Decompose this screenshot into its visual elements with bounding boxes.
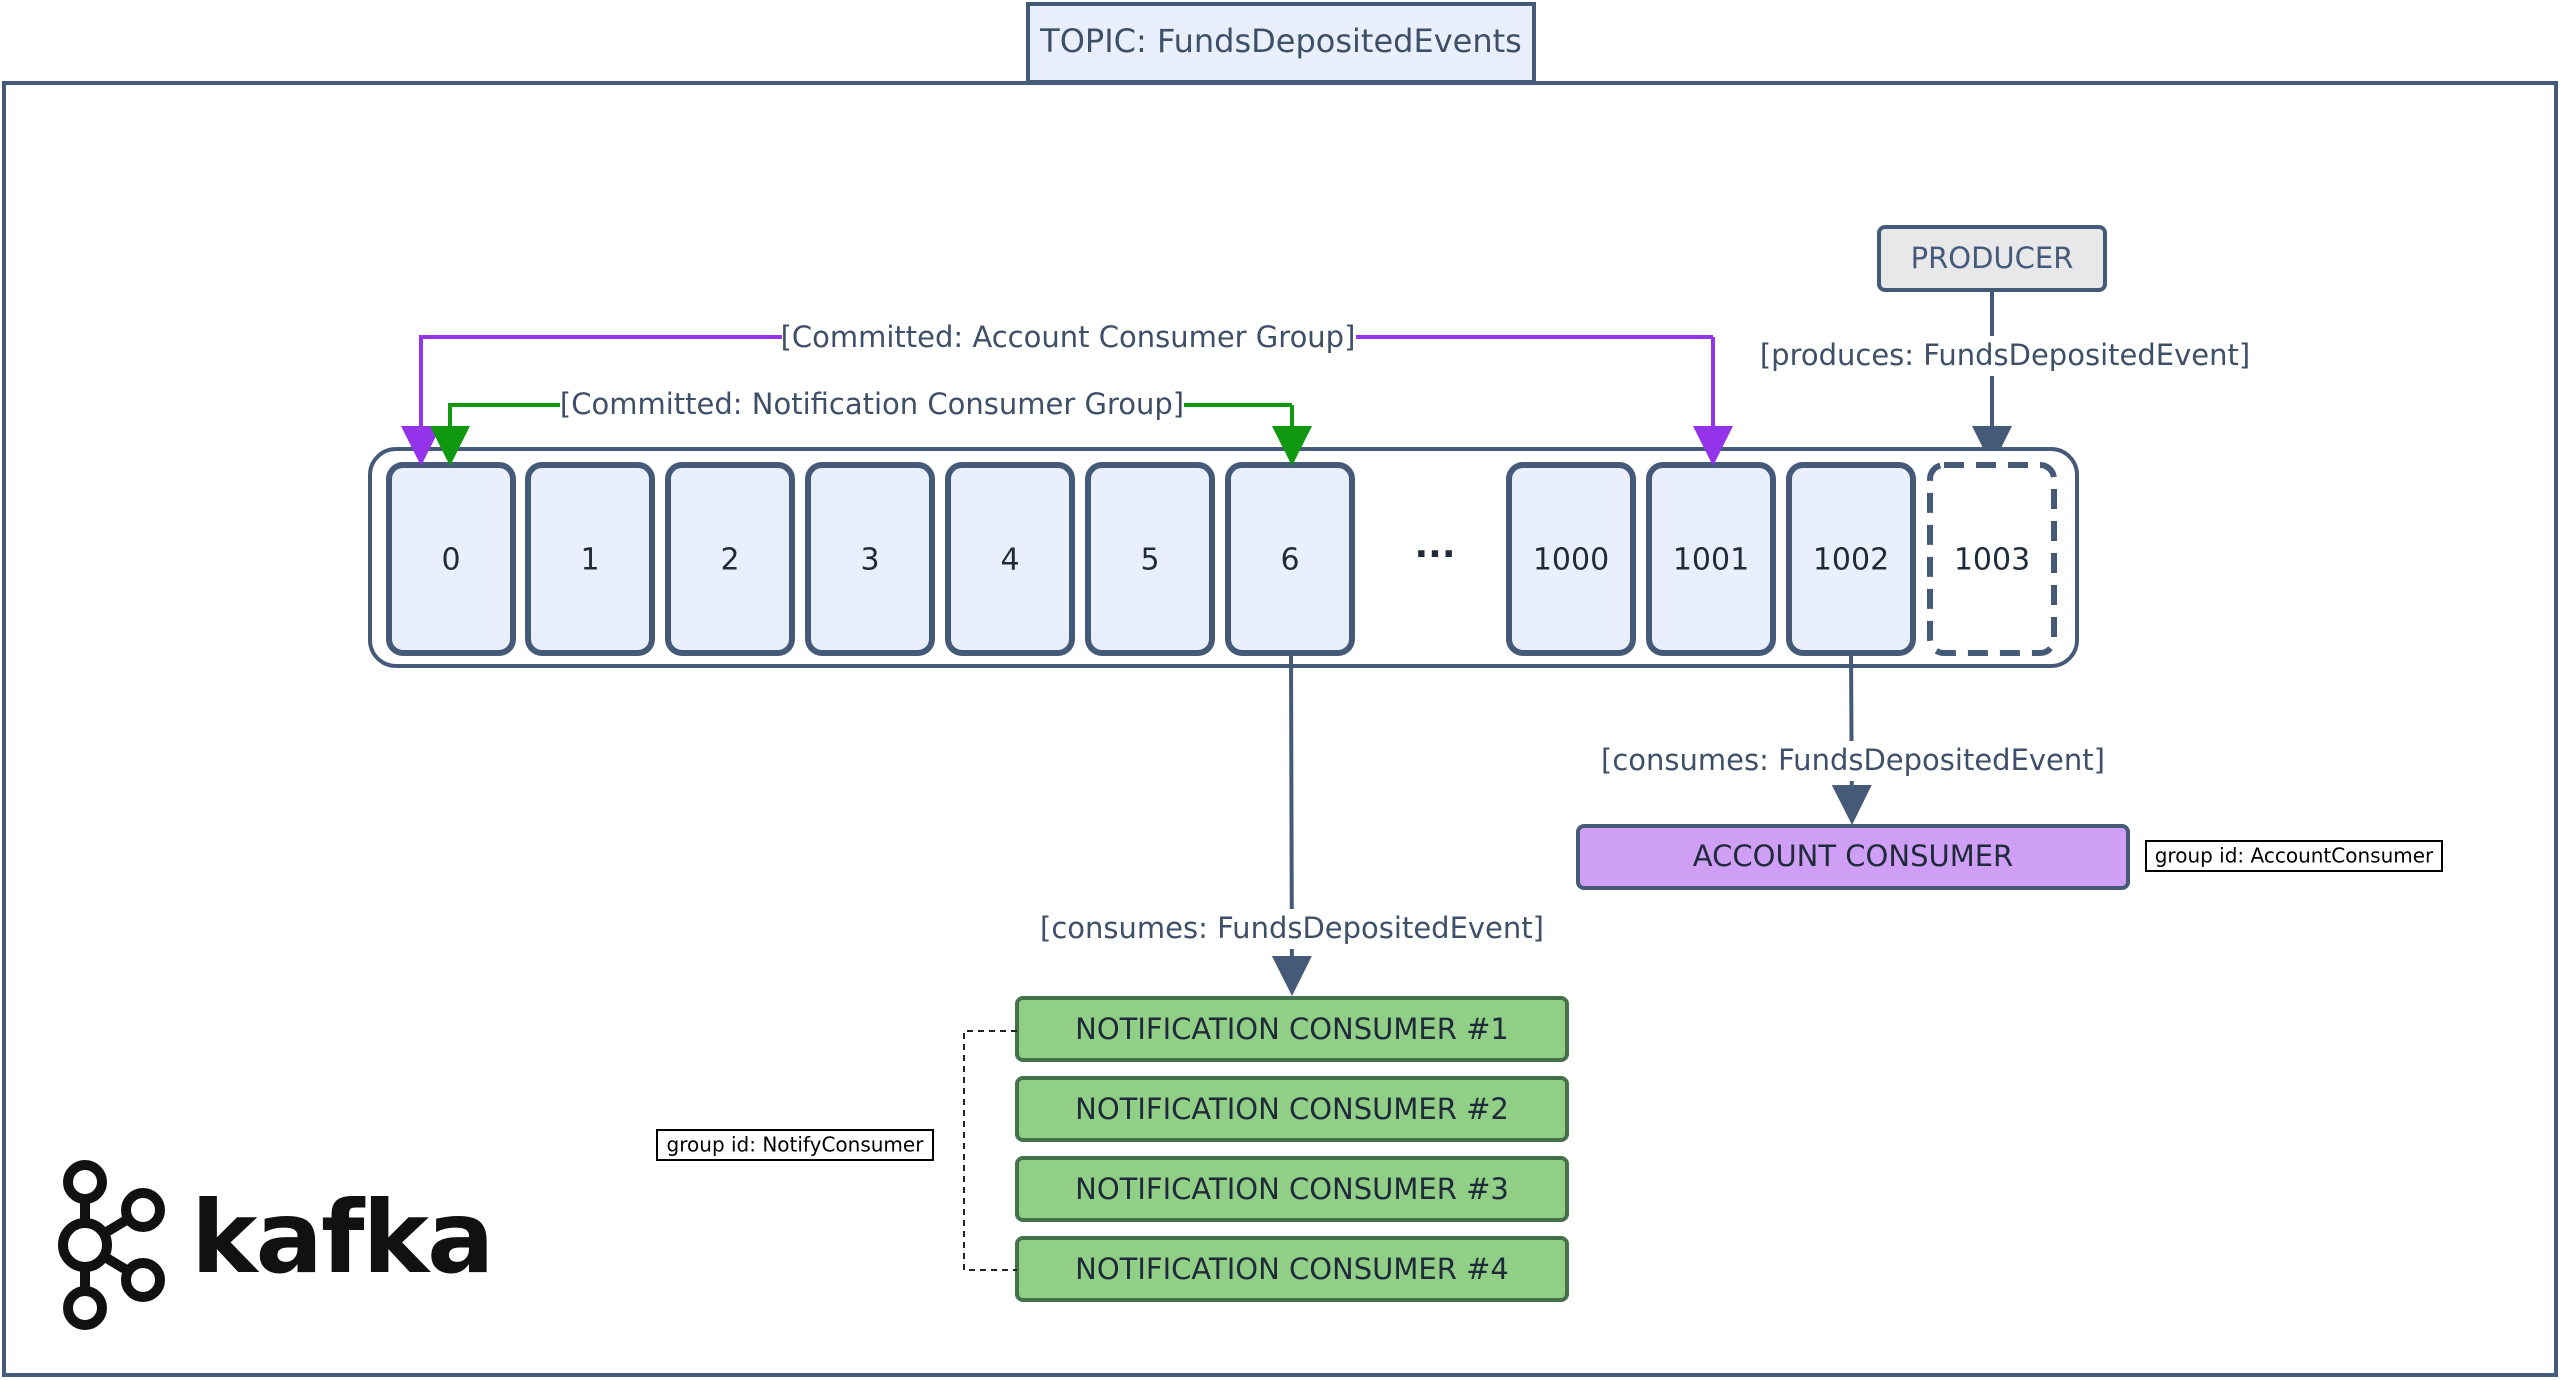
kafka-logo: kafka: [58, 1160, 494, 1330]
notification-consumer-1: NOTIFICATION CONSUMER #1: [1015, 996, 1569, 1062]
offset-label: 1003: [1954, 543, 2030, 578]
offset-label: 5: [1140, 543, 1159, 578]
record-1001: 1001: [1646, 462, 1776, 656]
kafka-logo-text: kafka: [191, 1179, 492, 1296]
notify-group-bracket: [963, 1030, 1017, 1271]
offset-label: 1000: [1533, 543, 1609, 578]
offset-label: 0: [441, 543, 460, 578]
record-2: 2: [665, 462, 795, 656]
record-5: 5: [1085, 462, 1215, 656]
producer-label: PRODUCER: [1911, 241, 2074, 275]
record-1000: 1000: [1506, 462, 1636, 656]
kafka-logo-icon: [58, 1160, 165, 1330]
offsets-ellipsis: ···: [1414, 534, 1455, 575]
notification-consumer-label: NOTIFICATION CONSUMER #3: [1075, 1172, 1509, 1206]
record-1003-pending: 1003: [1927, 462, 2057, 656]
notification-consumer-label: NOTIFICATION CONSUMER #4: [1075, 1252, 1509, 1286]
produces-label: [produces: FundsDepositedEvent]: [1760, 338, 2250, 372]
notification-consumes-label: [consumes: FundsDepositedEvent]: [1040, 911, 1544, 945]
notification-consumer-3: NOTIFICATION CONSUMER #3: [1015, 1156, 1569, 1222]
topic-title: TOPIC: FundsDepositedEvents: [1039, 22, 1522, 60]
record-1002: 1002: [1786, 462, 1916, 656]
account-consumer-label: ACCOUNT CONSUMER: [1693, 839, 2013, 873]
record-0: 0: [386, 462, 516, 656]
record-6: 6: [1225, 462, 1355, 656]
record-3: 3: [805, 462, 935, 656]
notification-consumer-2: NOTIFICATION CONSUMER #2: [1015, 1076, 1569, 1142]
account-group-id: group id: AccountConsumer: [2155, 844, 2434, 868]
offset-label: 1: [580, 543, 599, 578]
account-committed-label: [Committed: Account Consumer Group]: [781, 320, 1356, 354]
offset-label: 2: [720, 543, 739, 578]
record-1: 1: [525, 462, 655, 656]
account-consumes-label: [consumes: FundsDepositedEvent]: [1601, 743, 2105, 777]
notification-consumer-4: NOTIFICATION CONSUMER #4: [1015, 1236, 1569, 1302]
notification-consumer-label: NOTIFICATION CONSUMER #1: [1075, 1012, 1509, 1046]
offset-label: 6: [1280, 543, 1299, 578]
offset-label: 1001: [1673, 543, 1749, 578]
offset-label: 4: [1000, 543, 1019, 578]
notification-consumer-label: NOTIFICATION CONSUMER #2: [1075, 1092, 1509, 1126]
record-4: 4: [945, 462, 1075, 656]
producer-box: PRODUCER: [1877, 225, 2107, 292]
topic-title-tab: TOPIC: FundsDepositedEvents: [1026, 2, 1536, 84]
account-consumes-arrow: [1831, 652, 1872, 825]
offset-label: 1002: [1813, 543, 1889, 578]
account-group-id-tag: group id: AccountConsumer: [2145, 840, 2443, 872]
offset-label: 3: [860, 543, 879, 578]
notify-group-id-tag: group id: NotifyConsumer: [656, 1129, 934, 1161]
notification-committed-label: [Committed: Notification Consumer Group]: [560, 387, 1184, 421]
account-consumer-box: ACCOUNT CONSUMER: [1576, 824, 2130, 890]
notify-group-id: group id: NotifyConsumer: [667, 1133, 925, 1157]
